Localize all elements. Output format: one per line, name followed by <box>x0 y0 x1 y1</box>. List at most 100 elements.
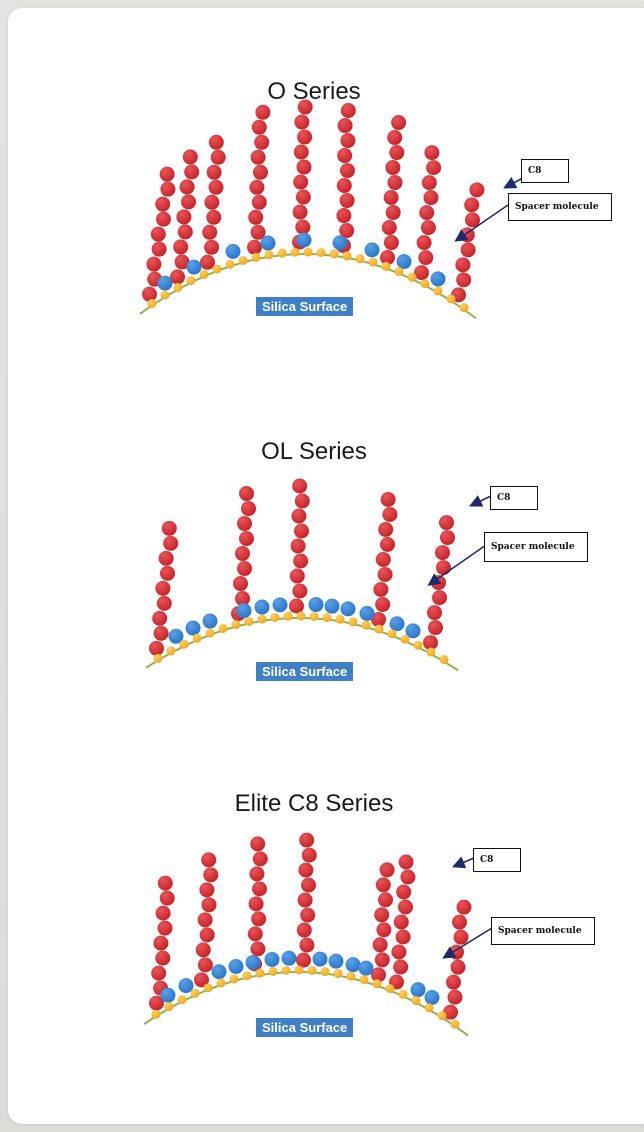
silica-surface-bead <box>433 286 443 296</box>
silica-surface-bead <box>173 282 183 292</box>
silica-surface-bead <box>398 989 408 999</box>
spacer-callout: Spacer molecule <box>484 532 588 562</box>
c8-chain-bead <box>372 937 388 953</box>
c8-chain-bead <box>155 950 171 966</box>
c8-chain-bead <box>202 224 218 240</box>
c8-chain-bead <box>446 974 461 990</box>
c8-chain-bead <box>393 914 409 930</box>
spacer-molecule-bead <box>405 623 421 639</box>
c8-chain-bead <box>208 134 224 150</box>
c8-chain-bead <box>194 972 209 988</box>
c8-chain-bead <box>295 219 311 235</box>
silica-surface-bead <box>411 996 421 1006</box>
c8-chain-bead <box>380 536 395 552</box>
c8-chain-bead <box>374 952 390 968</box>
c8-chain-bead <box>292 204 308 220</box>
silica-surface-bead <box>218 623 228 633</box>
silica-surface-bead <box>394 266 404 276</box>
silica-surface-bead <box>290 247 300 257</box>
silica-surface-bead <box>160 290 170 300</box>
spacer-molecule-bead <box>236 603 252 619</box>
spacer-molecule-bead <box>410 982 426 998</box>
spacer-molecule-bead <box>160 987 176 1003</box>
spacer-molecule-bead <box>430 271 446 287</box>
silica-surface-bead <box>231 620 241 630</box>
c8-chain-bead <box>163 535 179 551</box>
c8-chain-bead <box>297 129 313 145</box>
c8-chain-bead <box>395 929 411 945</box>
silica-surface-bead <box>437 1011 447 1021</box>
silica-surface-bead <box>225 259 235 269</box>
spacer-molecule-bead <box>332 235 348 251</box>
c8-chain-bead <box>298 862 314 878</box>
c8-chain-bead <box>239 486 254 502</box>
c8-chain-bead <box>289 598 304 614</box>
spacer-molecule-bead <box>345 957 361 973</box>
c8-chain-bead <box>378 521 394 537</box>
silica-surface-bead <box>147 298 157 308</box>
c8-chain-bead <box>300 907 316 923</box>
spacer-molecule-bead <box>260 235 276 251</box>
c8-chain-bead <box>301 877 316 893</box>
c8-chain-bead <box>155 196 171 212</box>
c8-chain-bead <box>233 576 248 592</box>
c8-chain-bead <box>432 590 447 606</box>
silica-surface-bead <box>190 988 200 998</box>
c8-chain-bead <box>182 149 198 165</box>
c8-chain-bead <box>456 272 472 288</box>
c8-chain-bead <box>251 119 267 135</box>
c8-chain-bead <box>371 611 386 627</box>
silica-surface-bead <box>346 971 356 981</box>
c8-chain-bead <box>296 159 312 175</box>
silica-surface-bead <box>199 269 209 279</box>
c8-chain-bead <box>423 635 438 651</box>
c8-chain-bead <box>292 478 308 494</box>
c8-chain-bead <box>177 224 193 240</box>
c8-chain-bead <box>210 149 226 165</box>
spacer-molecule-bead <box>202 613 218 629</box>
silica-surface-bead <box>342 251 352 261</box>
c8-chain-bead <box>173 239 189 255</box>
c8-chain-bead <box>339 193 355 209</box>
c8-chain-bead <box>296 952 311 968</box>
c8-chain-bead <box>465 212 480 228</box>
c8-chain-bead <box>391 115 407 131</box>
silica-surface-bead <box>251 252 261 262</box>
c8-chain-bead <box>427 605 442 621</box>
c8-chain-bead <box>149 640 164 656</box>
c8-callout: C8 <box>490 486 538 510</box>
spacer-molecule-bead <box>389 616 405 632</box>
c8-chain-bead <box>195 942 211 958</box>
callout-arrow <box>452 856 475 869</box>
c8-chain-bead <box>155 580 171 596</box>
c8-chain-bead <box>247 239 262 255</box>
silica-surface-bead <box>153 653 163 663</box>
c8-chain-bead <box>340 103 356 119</box>
silica-surface-label: Silica Surface <box>256 297 354 316</box>
c8-chain-bead <box>469 182 485 198</box>
c8-chain-bead <box>396 884 412 900</box>
silica-surface-bead <box>400 634 410 644</box>
diagram-title-ol-series: OL Series <box>261 438 367 465</box>
c8-chain-bead <box>201 852 217 868</box>
spacer-molecule-bead <box>272 597 288 613</box>
c8-chain-bead <box>199 927 215 943</box>
c8-chain-bead <box>376 922 392 938</box>
silica-surface-bead <box>374 624 384 634</box>
c8-chain-bead <box>237 561 252 577</box>
c8-chain-bead <box>237 516 252 532</box>
c8-chain-bead <box>447 989 463 1005</box>
c8-chain-bead <box>299 937 315 953</box>
silica-surface-bead <box>281 965 291 975</box>
c8-chain-bead <box>179 179 195 195</box>
spacer-molecule-bead <box>358 960 374 976</box>
c8-chain-bead <box>235 546 250 562</box>
c8-chain-bead <box>156 211 171 227</box>
c8-chain-bead <box>174 254 190 270</box>
c8-chain-bead <box>294 493 310 509</box>
spacer-molecule-bead <box>245 954 261 970</box>
silica-surface-bead <box>307 965 317 975</box>
silica-surface-bead <box>355 254 365 264</box>
silica-surface-bead <box>335 614 345 624</box>
c8-chain-bead <box>380 250 395 266</box>
